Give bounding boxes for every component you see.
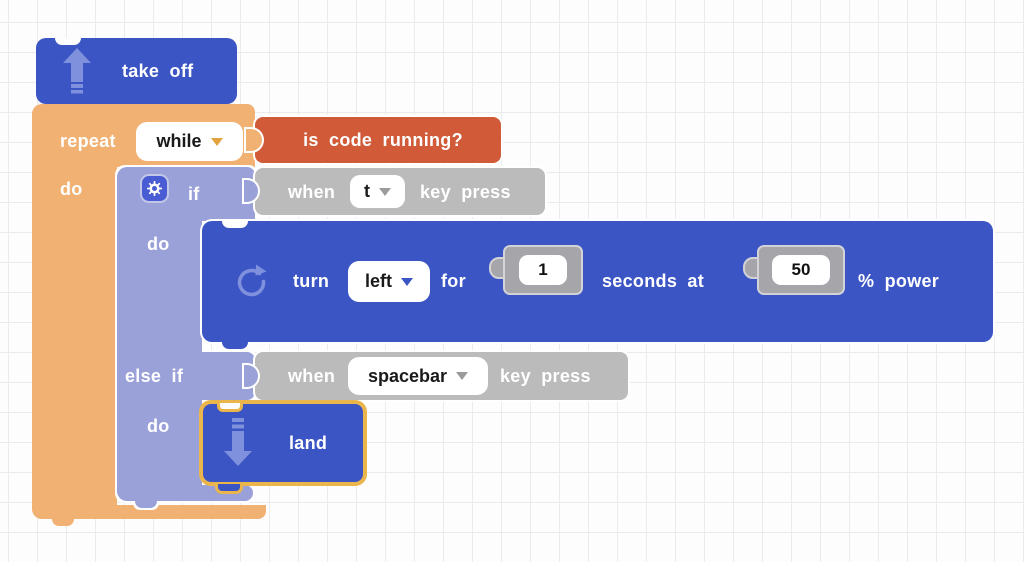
repeat-left-spine	[32, 163, 117, 509]
arrow-down-icon	[223, 418, 253, 471]
take-off-label: take off	[122, 61, 194, 81]
duration-shadow-block[interactable]: 1	[503, 245, 583, 295]
if-else-block[interactable]: if do else if do	[117, 167, 255, 516]
power-shadow-block[interactable]: 50	[757, 245, 845, 295]
take-off-block[interactable]: take off	[36, 38, 237, 104]
repeat-next-connector	[52, 517, 74, 526]
if-header	[117, 167, 255, 221]
chevron-down-icon	[379, 187, 391, 196]
repeat-label: repeat	[60, 131, 116, 151]
repeat-bottom-bar	[32, 505, 266, 526]
when-t-key-press-block[interactable]: when t key press	[255, 168, 545, 215]
turn-next-connector	[222, 340, 248, 349]
rotate-cw-icon	[233, 263, 269, 304]
percent-power-label: % power	[858, 271, 940, 291]
key-value: spacebar	[367, 365, 448, 386]
key-press-label: key press	[420, 182, 511, 202]
value-plug	[246, 129, 262, 151]
value-plug	[244, 180, 258, 202]
when-label: when	[288, 366, 336, 386]
when-spacebar-key-press-block[interactable]: when spacebar key press	[255, 352, 628, 400]
loop-type-value: while	[156, 131, 202, 151]
loop-type-dropdown[interactable]: while	[136, 122, 243, 161]
direction-value: left	[365, 271, 392, 291]
land-label: land	[289, 433, 328, 453]
is-code-running-label: is code running?	[303, 130, 463, 150]
land-top-notch	[217, 403, 243, 412]
turn-top-notch	[222, 221, 248, 228]
turn-label: turn	[293, 271, 330, 291]
power-field[interactable]: 50	[772, 255, 830, 285]
duration-field[interactable]: 1	[519, 255, 567, 285]
turn-block[interactable]: turn left for 1 seconds at 50 % power	[202, 221, 993, 349]
repeat-do-label: do	[60, 179, 83, 199]
when-label: when	[288, 182, 336, 202]
is-code-running-block[interactable]: is code running?	[255, 117, 501, 163]
chevron-down-icon	[401, 277, 413, 286]
arrow-up-icon	[62, 48, 92, 99]
key-press-label: key press	[500, 366, 591, 386]
value-plug	[244, 365, 258, 387]
else-if-row	[117, 352, 255, 400]
if-label: if	[188, 184, 200, 204]
else-do-label: do	[147, 416, 170, 436]
for-label: for	[441, 271, 466, 291]
chevron-down-icon	[210, 137, 223, 146]
gear-icon[interactable]	[142, 176, 167, 201]
key-value: t	[364, 181, 370, 201]
seconds-at-label: seconds at	[602, 271, 705, 291]
if-next-connector	[135, 501, 157, 508]
take-off-top-notch	[55, 38, 81, 45]
chevron-down-icon	[456, 372, 469, 380]
key-dropdown[interactable]: t	[350, 175, 405, 208]
if-do-label: do	[147, 234, 170, 254]
direction-dropdown[interactable]: left	[348, 261, 430, 302]
else-do-spine	[117, 400, 202, 485]
if-do-spine	[117, 221, 202, 352]
land-next-connector	[215, 484, 243, 494]
else-if-label: else if	[125, 366, 184, 386]
land-block-selected[interactable]: land	[199, 400, 367, 494]
key-dropdown[interactable]: spacebar	[348, 357, 488, 395]
